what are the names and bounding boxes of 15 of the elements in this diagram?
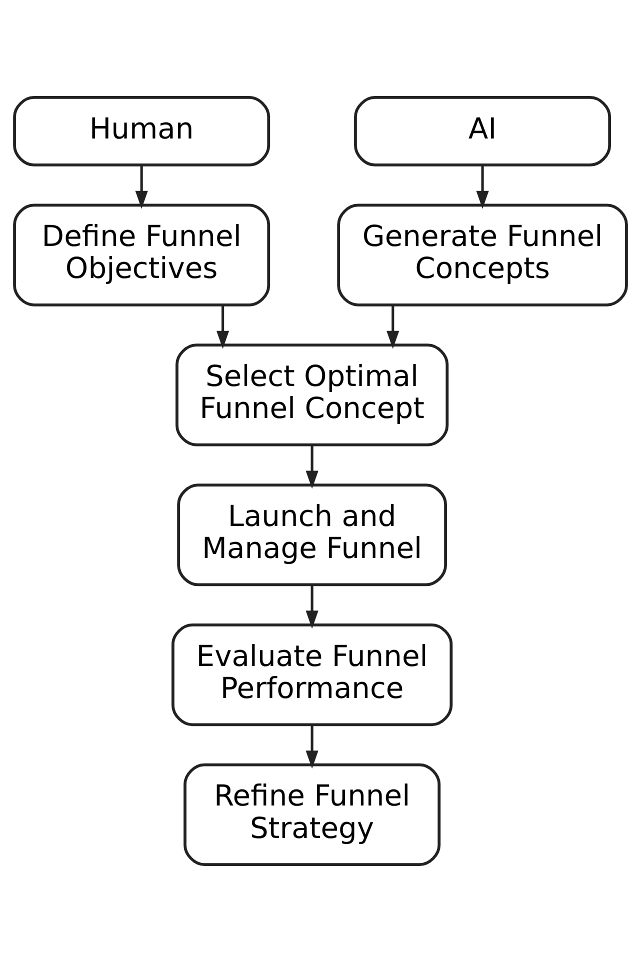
arrow [476, 165, 489, 209]
node-box: Evaluate Funnel Performance [172, 624, 453, 726]
node-box: Select Optimal Funnel Concept [176, 344, 449, 446]
arrow [216, 306, 230, 349]
node-box: Generate Funnel Concepts [337, 204, 628, 306]
arrow [386, 306, 400, 349]
node-box: Launch and Manage Funnel [177, 484, 447, 586]
node-box: Define Funnel Objectives [13, 204, 270, 306]
arrow [306, 585, 318, 629]
node-box: Refine Funnel Strategy [184, 763, 441, 866]
node-box: AI [354, 96, 612, 166]
arrow [306, 445, 318, 489]
arrow [306, 725, 318, 769]
node-box: Human [13, 96, 270, 166]
arrow [135, 165, 148, 209]
